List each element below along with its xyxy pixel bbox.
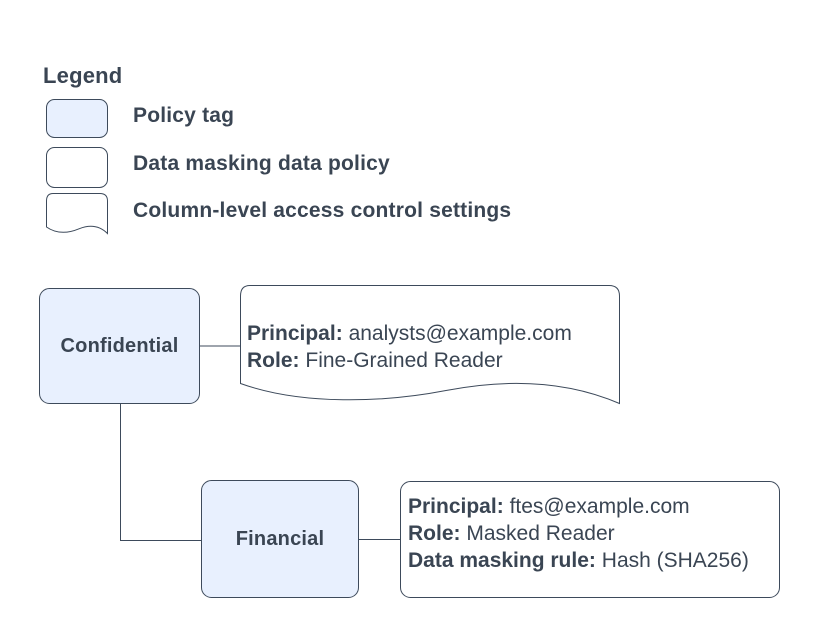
column-access-swatch-icon: [46, 193, 108, 235]
access-settings-note-shape: [240, 285, 620, 405]
masking-principal-value: ftes@example.com: [509, 495, 690, 518]
legend-title: Legend: [43, 63, 123, 88]
access-principal-line: Principal:analysts@example.com: [247, 320, 572, 347]
data-masking-policy-swatch-icon: [46, 147, 108, 188]
access-principal-value: analysts@example.com: [348, 322, 572, 345]
legend-item-data-masking-policy-label: Data masking data policy: [133, 152, 390, 175]
policy-tag-swatch-icon: [46, 99, 108, 138]
confidential-node-shape: [39, 288, 200, 404]
access-role-line: Role:Fine-Grained Reader: [247, 347, 572, 374]
connector-confidential-to-financial: [120, 403, 202, 541]
financial-node-shape: [201, 480, 359, 598]
confidential-node-label: Confidential: [60, 334, 179, 357]
masking-role-line: Role:Masked Reader: [408, 520, 749, 547]
masking-policy-card-shape: [400, 481, 780, 598]
masking-rule-line: Data masking rule:Hash (SHA256): [408, 547, 749, 574]
masking-rule-label: Data masking rule:: [408, 549, 596, 572]
access-settings-note: Principal:analysts@example.com Role:Fine…: [247, 320, 572, 374]
masking-role-label: Role:: [408, 522, 461, 545]
access-principal-label: Principal:: [247, 322, 343, 345]
masking-policy-card: Principal:ftes@example.com Role:Masked R…: [408, 493, 749, 574]
masking-role-value: Masked Reader: [466, 522, 615, 545]
masking-principal-label: Principal:: [408, 495, 504, 518]
access-role-label: Role:: [247, 349, 300, 372]
access-role-value: Fine-Grained Reader: [305, 349, 503, 372]
masking-principal-line: Principal:ftes@example.com: [408, 493, 749, 520]
financial-node-label: Financial: [235, 527, 325, 550]
masking-rule-value: Hash (SHA256): [601, 549, 749, 572]
legend-item-column-access-label: Column-level access control settings: [133, 199, 512, 222]
legend-item-policy-tag-label: Policy tag: [133, 104, 235, 127]
